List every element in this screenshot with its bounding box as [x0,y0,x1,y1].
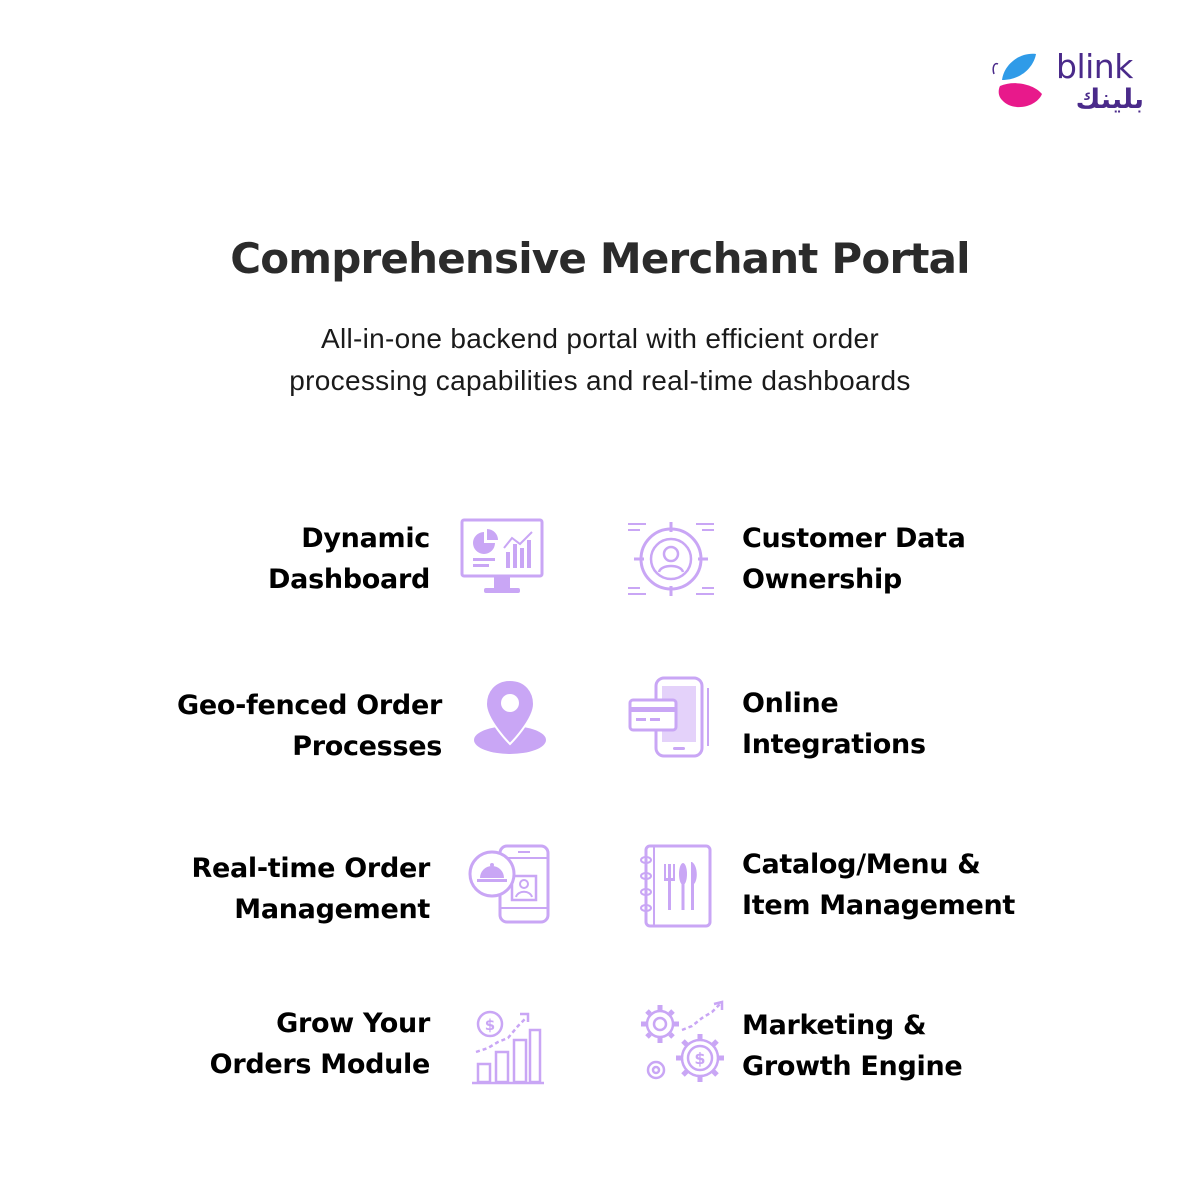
feature-label: Marketing & Growth Engine [742,1010,963,1082]
butterfly-icon [992,53,1042,108]
page-title: Comprehensive Merchant Portal [230,234,970,283]
feature-label: Online Integrations [742,688,926,760]
feature-label: Geo-fenced Order Processes [177,690,442,762]
monitor-chart-icon [460,518,544,593]
gears-dollar-icon: $ [641,1000,724,1082]
svg-text:$: $ [694,1049,705,1068]
map-pin-icon [474,678,546,754]
subtitle-line-2: processing capabilities and real-time da… [289,365,911,396]
feature-label: Grow Your Orders Module [209,1008,431,1080]
feature-label: Catalog/Menu & Item Management [742,849,1016,921]
brand-logo: blink بلينك [990,50,1150,120]
subtitle-line-1: All-in-one backend portal with efficient… [320,323,880,354]
customer-target-icon [628,522,714,596]
svg-text:$: $ [485,1016,495,1034]
brand-name-ar: بلينك [1075,84,1144,115]
growth-chart-icon: $ [472,1010,544,1085]
menu-book-icon [640,844,712,928]
phone-cloche-icon [468,844,550,924]
phone-card-icon [628,676,709,758]
page-subtitle: All-in-one backend portal with efficient… [100,318,1100,402]
brand-name-en: blink [1056,47,1133,86]
feature-label: Customer Data Ownership [742,523,966,595]
feature-label: Dynamic Dashboard [268,523,430,595]
feature-label: Real-time Order Management [191,853,430,925]
